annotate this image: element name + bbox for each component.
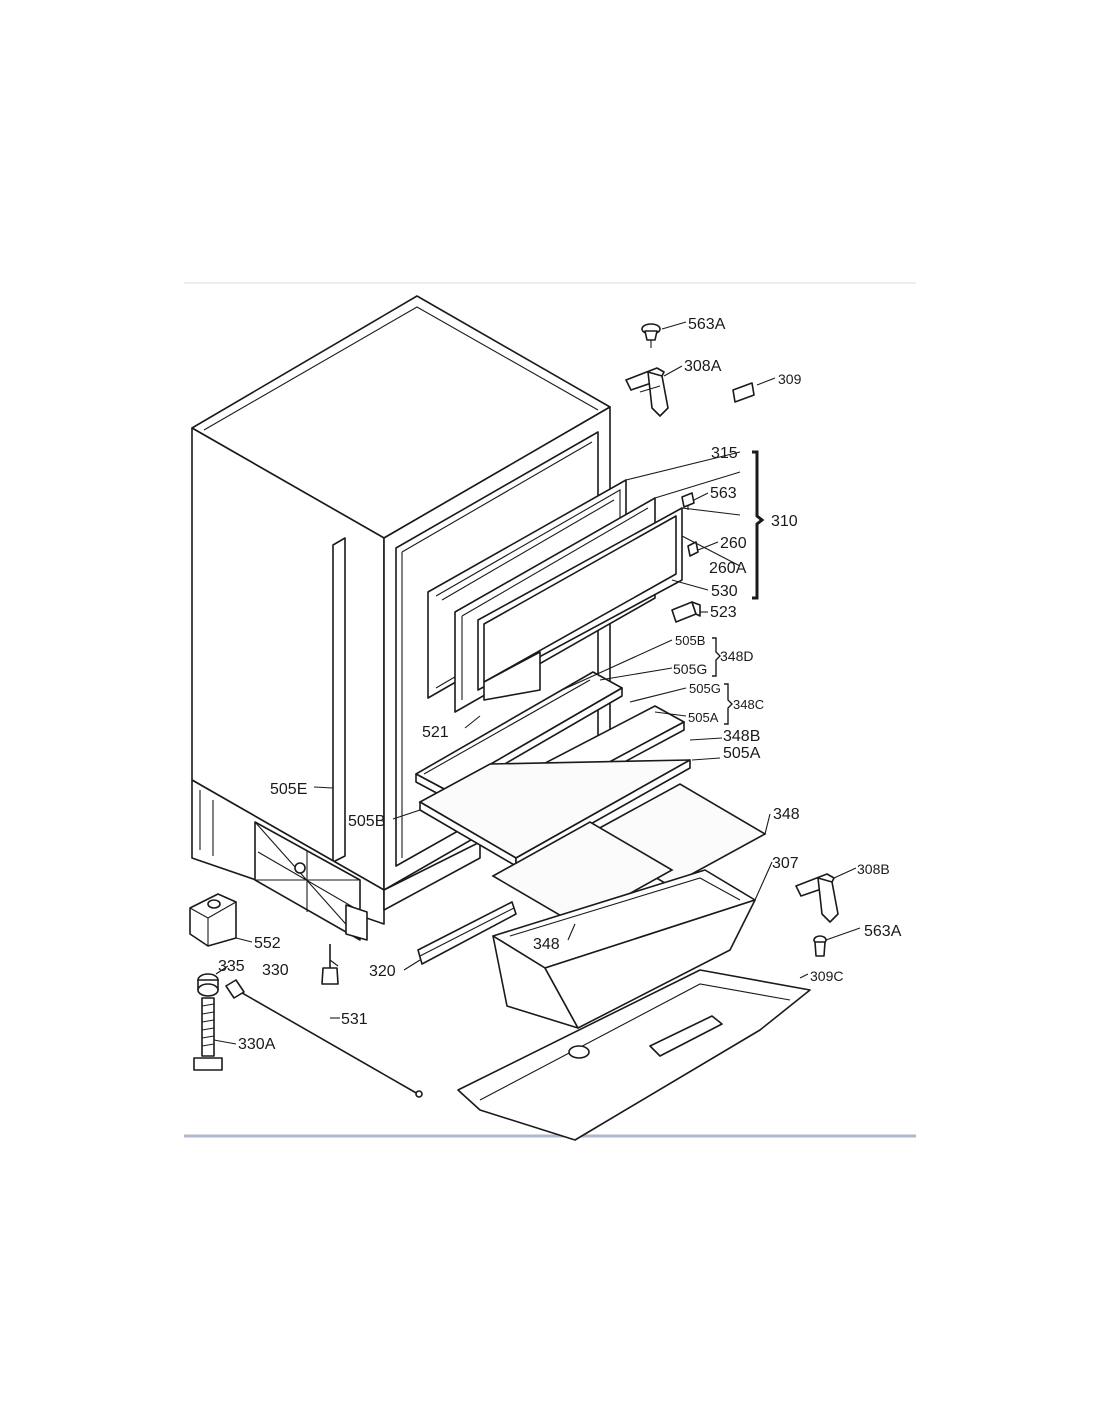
screw-563A-top: [641, 323, 661, 348]
callout-505B-top: 505B: [675, 633, 705, 648]
callout-505A-2: 505A: [723, 745, 761, 762]
callout-308A: 308A: [684, 358, 722, 375]
callout-309: 309: [778, 371, 802, 387]
callout-521: 521: [422, 724, 449, 741]
screw-563A-bottom: [813, 935, 827, 957]
callout-320: 320: [369, 963, 396, 980]
nut-335: [197, 973, 219, 997]
callout-307: 307: [772, 855, 799, 872]
callout-531: 531: [341, 1011, 368, 1028]
bracket-552: [189, 893, 237, 947]
callout-348-lower: 348: [533, 936, 560, 953]
callout-335: 335: [218, 958, 245, 975]
leader-lines: [213, 321, 861, 1045]
brace-348C: [724, 683, 733, 725]
callout-315: 315: [711, 445, 738, 462]
glass-shelf-348-lower: [491, 821, 674, 925]
callout-348D: 348D: [720, 648, 753, 664]
callout-348B: 348B: [723, 728, 760, 745]
crisper-drawer-307: [492, 869, 756, 1029]
callout-260A: 260A: [709, 560, 747, 577]
callout-563A-bottom: 563A: [864, 923, 902, 940]
callout-523: 523: [710, 604, 737, 621]
hinge-pin-563: [681, 492, 695, 510]
kick-plate-320: [417, 901, 517, 965]
bush-260: [687, 541, 699, 557]
hinge-308B: [795, 873, 839, 923]
callout-330A: 330A: [238, 1036, 276, 1053]
brace-348D: [712, 637, 721, 677]
callout-309C: 309C: [810, 968, 843, 984]
label-309: [732, 382, 755, 403]
callout-563: 563: [710, 485, 737, 502]
callout-348C: 348C: [733, 697, 764, 712]
levelling-foot-330A: [193, 997, 223, 1071]
base-tray-309C: [457, 969, 811, 1141]
callout-308B: 308B: [857, 861, 890, 877]
callout-310: 310: [771, 513, 798, 530]
callout-260: 260: [720, 535, 747, 552]
callout-505A-1: 505A: [688, 710, 719, 725]
door-outer-panel-530: [477, 507, 683, 701]
callout-348-upper: 348: [773, 806, 800, 823]
callout-505G-2: 505G: [689, 681, 721, 696]
rod-531: [225, 979, 423, 1098]
callout-505B-left: 505B: [348, 813, 385, 830]
hinge-308A: [625, 367, 669, 417]
brace-310: [752, 450, 765, 600]
callout-552: 552: [254, 935, 281, 952]
callout-505E: 505E: [270, 781, 307, 798]
callout-530: 530: [711, 583, 738, 600]
callout-330: 330: [262, 962, 289, 979]
callout-563A-top: 563A: [688, 316, 726, 333]
foot-330: [321, 944, 339, 985]
hinge-523: [671, 601, 701, 623]
callout-505G-1: 505G: [673, 661, 707, 677]
